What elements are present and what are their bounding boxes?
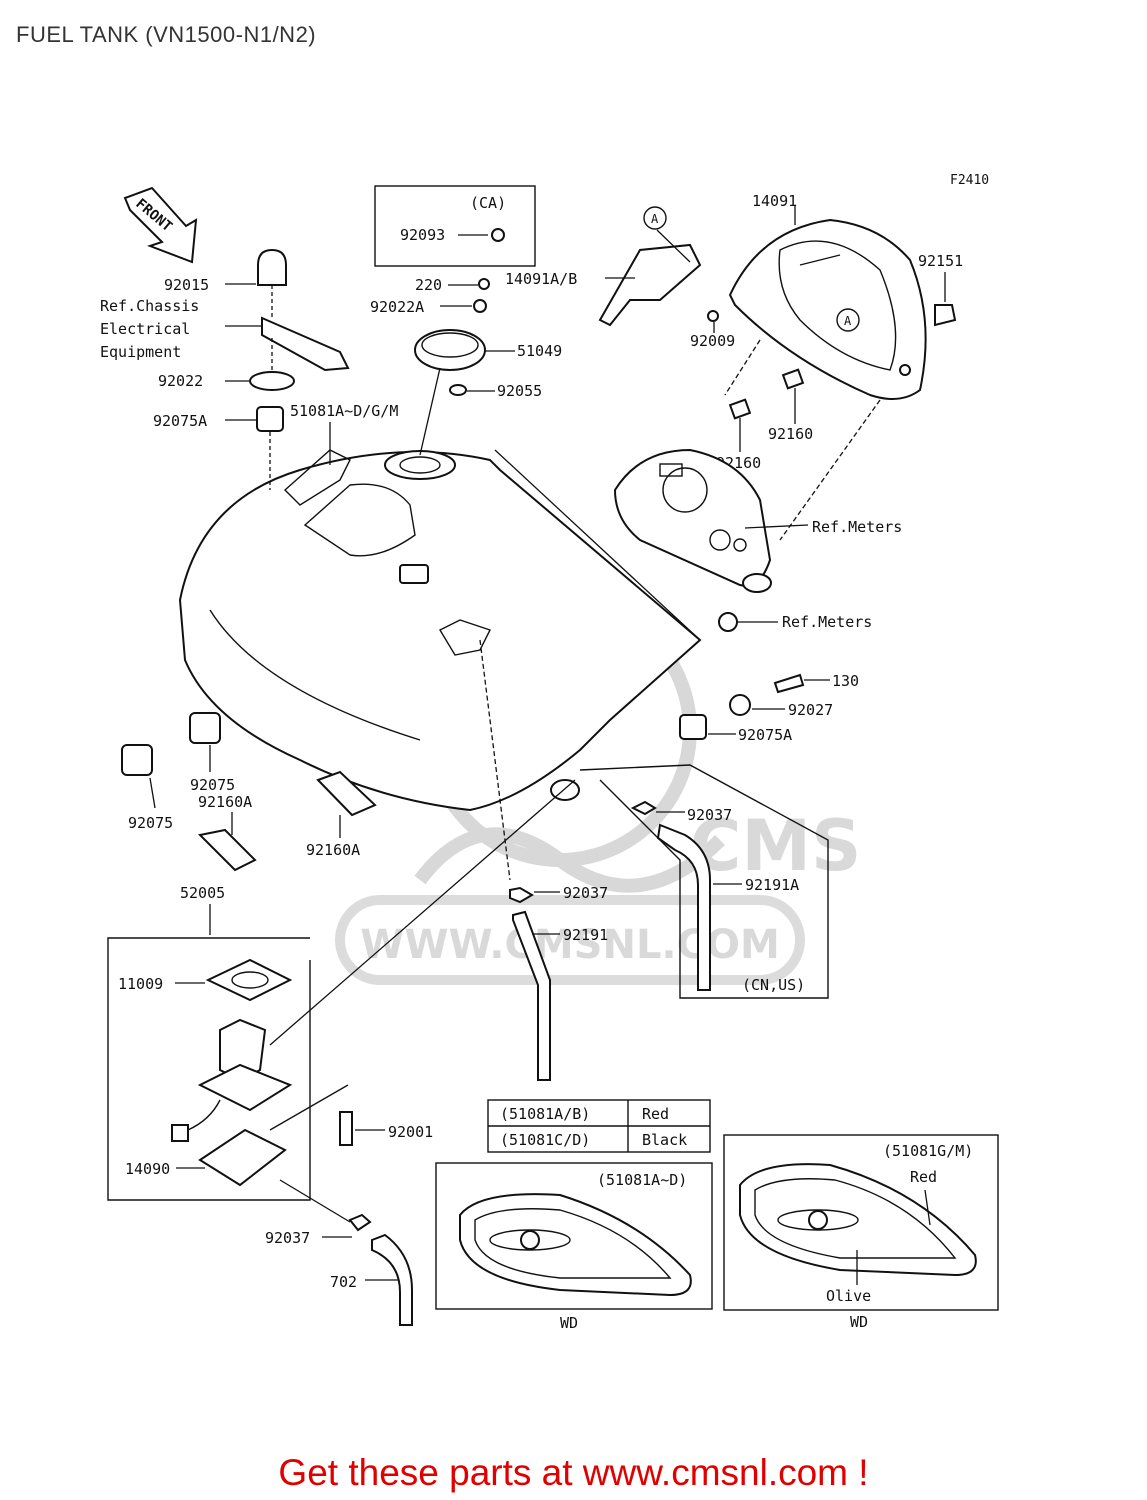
label-92160A-a: 92160A: [198, 793, 252, 811]
label-electrical: Electrical: [100, 320, 190, 338]
decal-right-label: (51081G/M): [883, 1142, 973, 1160]
watermark-cms: CMS: [690, 805, 861, 887]
clip-92160A-a: [197, 828, 257, 872]
page-title: FUEL TANK (VN1500-N1/N2): [16, 22, 317, 47]
footer-link[interactable]: Get these parts at www.cmsnl.com !: [278, 1452, 869, 1493]
clip-92160A-b: [316, 770, 377, 817]
decal-panel-right: (51081G/M) Red Olive WD: [723, 1134, 999, 1331]
label-92022A: 92022A: [370, 298, 424, 316]
label-92001: 92001: [388, 1123, 433, 1141]
gasket-11009: [205, 958, 293, 1002]
mount-hardware-left: [225, 248, 350, 490]
damper-92075-a: [189, 712, 221, 744]
label-circle-a-1: A: [651, 212, 659, 226]
label-92015: 92015: [164, 276, 209, 294]
cover-14091AB: [598, 206, 719, 333]
clip-92160-a: [781, 368, 805, 390]
grommet-92151: [934, 304, 957, 327]
decal-right-color-top: Red: [910, 1168, 937, 1186]
label-ref-meters-2: Ref.Meters: [782, 613, 872, 631]
oring-92055: [449, 384, 467, 396]
label-92160A-b: 92160A: [306, 841, 360, 859]
label-92191: 92191: [563, 926, 608, 944]
label-92027: 92027: [788, 701, 833, 719]
label-14090: 14090: [125, 1160, 170, 1178]
ca-box: [374, 185, 536, 267]
decal-panel-left: (51081A~D) WD: [435, 1162, 713, 1332]
color-row-2-color: Black: [642, 1131, 687, 1149]
decal-right-caption: WD: [850, 1313, 868, 1331]
label-130: 130: [832, 672, 859, 690]
fuel-pump: [171, 1018, 293, 1142]
bolt-92001: [339, 1111, 353, 1146]
decal-right-color-bottom: Olive: [826, 1287, 871, 1305]
cover-14090: [198, 1128, 287, 1187]
label-220: 220: [415, 276, 442, 294]
color-row-1-code: (51081A/B): [500, 1105, 590, 1123]
label-92009: 92009: [690, 332, 735, 350]
label-92075A-right: 92075A: [738, 726, 792, 744]
clamp-92037-mid: [509, 886, 534, 904]
fuel-cap: [414, 329, 515, 456]
meter-assembly: [613, 448, 809, 632]
label-92037-bottom: 92037: [265, 1229, 310, 1247]
label-92151: 92151: [918, 252, 963, 270]
washer-92027: [729, 694, 751, 716]
label-circle-a-2: A: [844, 314, 852, 328]
label-51049: 51049: [517, 342, 562, 360]
label-92075-a: 92075: [190, 776, 235, 794]
pump-box: [107, 937, 311, 1201]
fuel-tank: [178, 449, 702, 812]
label-equipment: Equipment: [100, 343, 181, 361]
label-92075A-top: 92075A: [153, 412, 207, 430]
color-row-1-color: Red: [642, 1105, 669, 1123]
hose-92191A: [656, 823, 711, 991]
tank-gasket-outline: [439, 619, 491, 656]
label-ca: (CA): [470, 194, 506, 212]
parts-diagram: WWW.CMSNL.COM CMS F2410 FRONT 51049 9205…: [100, 173, 999, 1332]
front-arrow-icon: FRONT: [123, 186, 198, 264]
chassis-strap: [261, 316, 350, 372]
hose-702: [371, 1233, 413, 1326]
decal-left-label: (51081A~D): [597, 1171, 687, 1189]
filler-neck: [384, 450, 456, 480]
label-52005: 52005: [180, 884, 225, 902]
clip-92160-b: [728, 398, 752, 420]
label-ref-meters-1: Ref.Meters: [812, 518, 902, 536]
color-row-2-code: (51081C/D): [500, 1131, 590, 1149]
tank-recess: [303, 483, 416, 557]
tank-bracket: [399, 564, 429, 584]
label-cn-us: (CN,US): [742, 976, 805, 994]
label-14091: 14091: [752, 192, 797, 210]
damper-92075-b: [121, 744, 153, 776]
damper-92075A: [679, 714, 707, 740]
dash-cover-14091: [724, 205, 927, 541]
label-92022: 92022: [158, 372, 203, 390]
label-11009: 11009: [118, 975, 163, 993]
label-14091AB: 14091A/B: [505, 270, 577, 288]
pump-connector: [171, 1124, 189, 1142]
cn-us-box: [579, 764, 829, 999]
label-92037-mid: 92037: [563, 884, 608, 902]
clamp-92037-right: [630, 800, 657, 816]
label-92037-right: 92037: [687, 806, 732, 824]
tank-hinge: [283, 449, 351, 506]
color-table: (51081A/B) Red (51081C/D) Black: [487, 1099, 711, 1153]
label-51081: 51081A~D/G/M: [290, 402, 398, 420]
label-92191A: 92191A: [745, 876, 799, 894]
clamp-92037-bottom: [348, 1213, 372, 1232]
label-92093: 92093: [400, 226, 445, 244]
label-702: 702: [330, 1273, 357, 1291]
label-ref-chassis: Ref.Chassis: [100, 297, 199, 315]
hose-92191: [512, 910, 551, 1081]
label-92160-a: 92160: [768, 425, 813, 443]
label-92075-b: 92075: [128, 814, 173, 832]
bolt-130: [773, 673, 805, 694]
label-92055: 92055: [497, 382, 542, 400]
decal-left-caption: WD: [560, 1314, 578, 1332]
figure-code: F2410: [950, 173, 989, 188]
